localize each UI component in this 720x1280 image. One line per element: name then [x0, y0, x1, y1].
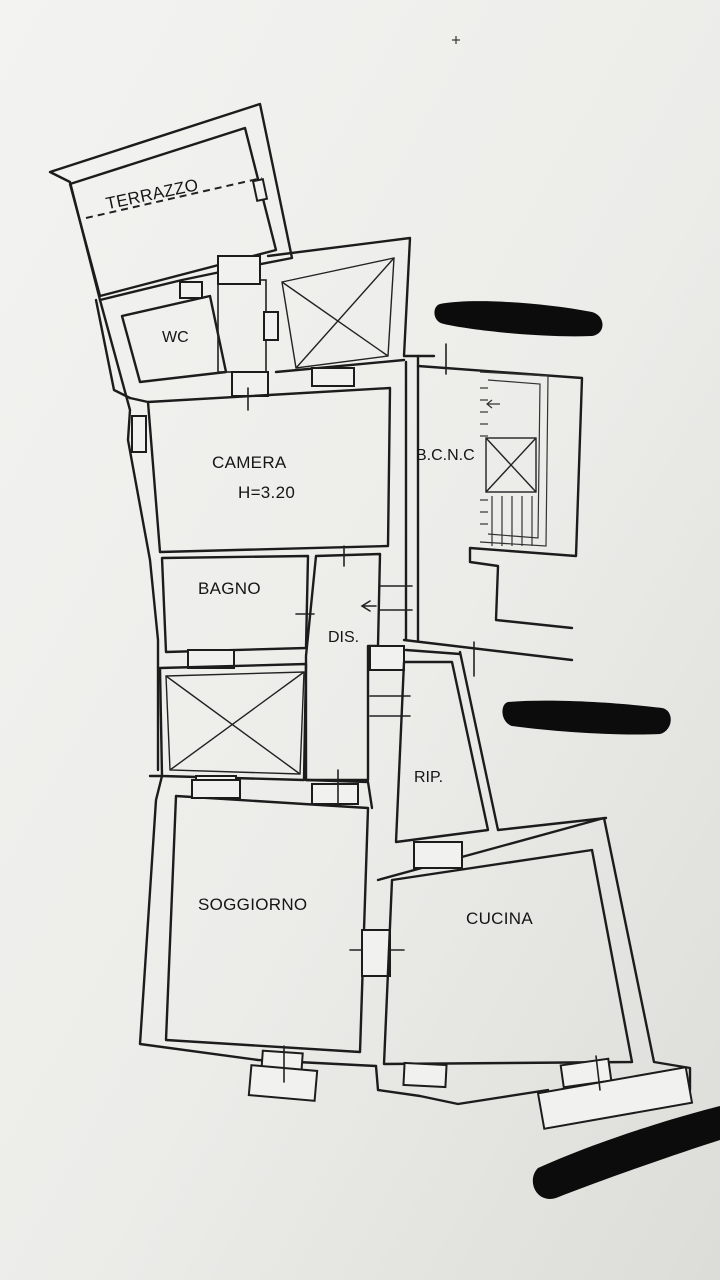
corridor-walls: [369, 585, 574, 717]
room-label-dis: DIS.: [328, 629, 359, 646]
room-label-camera-height: H=3.20: [238, 483, 295, 502]
rip-walls: [394, 650, 608, 844]
top-mark: [452, 36, 460, 44]
stair-block: [404, 343, 584, 642]
room-label-camera: CAMERA: [212, 453, 287, 472]
cucina-walls: [374, 816, 694, 1130]
terrazzo-walls: [48, 102, 294, 302]
stair-steps: [479, 371, 549, 547]
camera-walls: [128, 386, 392, 554]
room-label-bcnc: B.C.N.C: [416, 447, 475, 464]
room-label-bagno: BAGNO: [198, 579, 261, 598]
soggiorno-walls: [138, 769, 405, 1102]
redaction-marks: [434, 301, 720, 1199]
room-label-rip: RIP.: [414, 769, 443, 786]
room-label-soggiorno: SOGGIORNO: [198, 895, 307, 914]
room-label-wc: WC: [162, 329, 189, 346]
room-label-cucina: CUCINA: [466, 909, 533, 928]
